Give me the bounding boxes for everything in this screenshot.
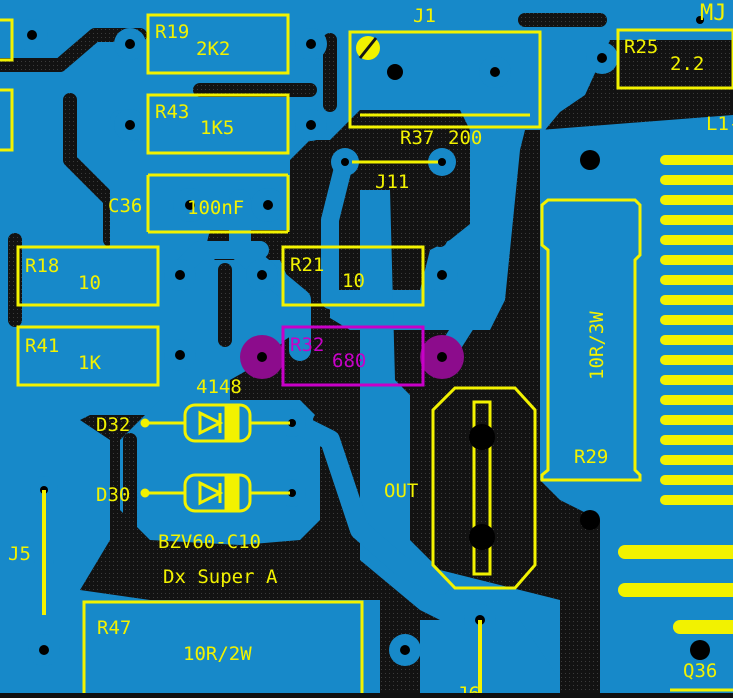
d32-ref: D32 [96,414,130,436]
j11-ref: J11 [375,171,409,193]
board-name: Dx Super A [163,566,278,588]
r41-outline[interactable] [16,325,160,387]
out-connector-holes[interactable] [469,424,495,550]
c36-value: 100nF [187,197,244,219]
r19-ref: R19 [155,21,189,43]
pad[interactable] [114,109,146,141]
r18-ref: R18 [25,255,59,277]
copper-pour-bottom [0,590,380,693]
pad[interactable] [479,56,511,88]
r41-value: 1K [78,352,101,374]
r43-value: 1K5 [200,117,234,139]
r29-value: 10R/3W [586,311,608,380]
pad[interactable] [278,479,306,507]
pad[interactable] [331,148,359,176]
r37-value: 200 [448,127,482,149]
j1-ref: J1 [413,5,436,27]
pad[interactable] [164,259,196,291]
c36-ref: C36 [108,195,142,217]
r18-value: 10 [78,272,101,294]
pad[interactable] [690,640,710,660]
silkscreen [0,13,733,697]
pad[interactable] [251,188,285,222]
r47-value: 10R/2W [183,643,252,665]
j1-outline[interactable] [348,30,542,129]
pad[interactable] [580,510,600,530]
pads [16,16,710,666]
j6-ref: J6 [457,683,480,693]
r43-ref: R43 [155,101,189,123]
r41-ref: R41 [25,335,59,357]
isolation-gaps [0,13,607,607]
d30-ref: D30 [96,484,130,506]
r29-outline[interactable] [540,198,642,482]
mj-ref: MJ [700,1,727,26]
r25-outline[interactable] [616,28,733,90]
copper-pour-main [0,0,733,420]
r19-value: 2K2 [196,38,230,60]
d30-value: BZV60-C10 [158,531,261,553]
pad[interactable] [173,188,207,222]
pad[interactable] [426,259,458,291]
d32-value: 4148 [196,376,242,398]
pad[interactable] [16,19,48,51]
r32-ref: R32 [290,334,324,356]
diode-d30[interactable] [140,473,290,513]
r21-outline[interactable] [281,245,425,307]
pad[interactable] [278,409,306,437]
pad[interactable] [387,64,403,80]
pad[interactable] [586,42,618,74]
r21-value: 10 [342,270,365,292]
r18-outline[interactable] [16,245,160,307]
pad[interactable] [295,28,327,60]
pad[interactable] [696,16,704,24]
r29-ref: R29 [574,446,608,468]
copper-pour-left-bottom [0,420,110,590]
copper-pour-center [120,400,320,545]
q36-ref: Q36 [683,660,717,682]
pad[interactable] [580,150,600,170]
r19-outline[interactable] [146,13,290,75]
out-label: OUT [384,480,418,502]
diode-d32[interactable] [140,403,290,443]
pad[interactable] [295,109,327,141]
r25-value: 2.2 [670,53,704,75]
copper-pour-bottom-right [420,620,560,693]
trimmer-symbol [356,36,380,60]
pad[interactable] [246,259,278,291]
j5-ref: J5 [8,543,31,565]
out-connector-outline[interactable] [431,386,537,590]
r32-selected[interactable] [240,325,464,387]
r32-value: 680 [332,350,366,372]
r47-ref: R47 [97,617,131,639]
pad[interactable] [164,339,196,371]
pad[interactable] [389,634,421,666]
l1-coil [618,155,733,634]
c36-outline[interactable] [146,173,290,234]
pad[interactable] [428,148,456,176]
r25-ref: R25 [624,36,658,58]
r37-ref: R37 [400,127,434,149]
r21-ref: R21 [290,254,324,276]
pad[interactable] [28,634,60,666]
l1-ref: L1- [706,113,733,135]
pad[interactable] [114,28,146,60]
r43-outline[interactable] [146,93,290,155]
